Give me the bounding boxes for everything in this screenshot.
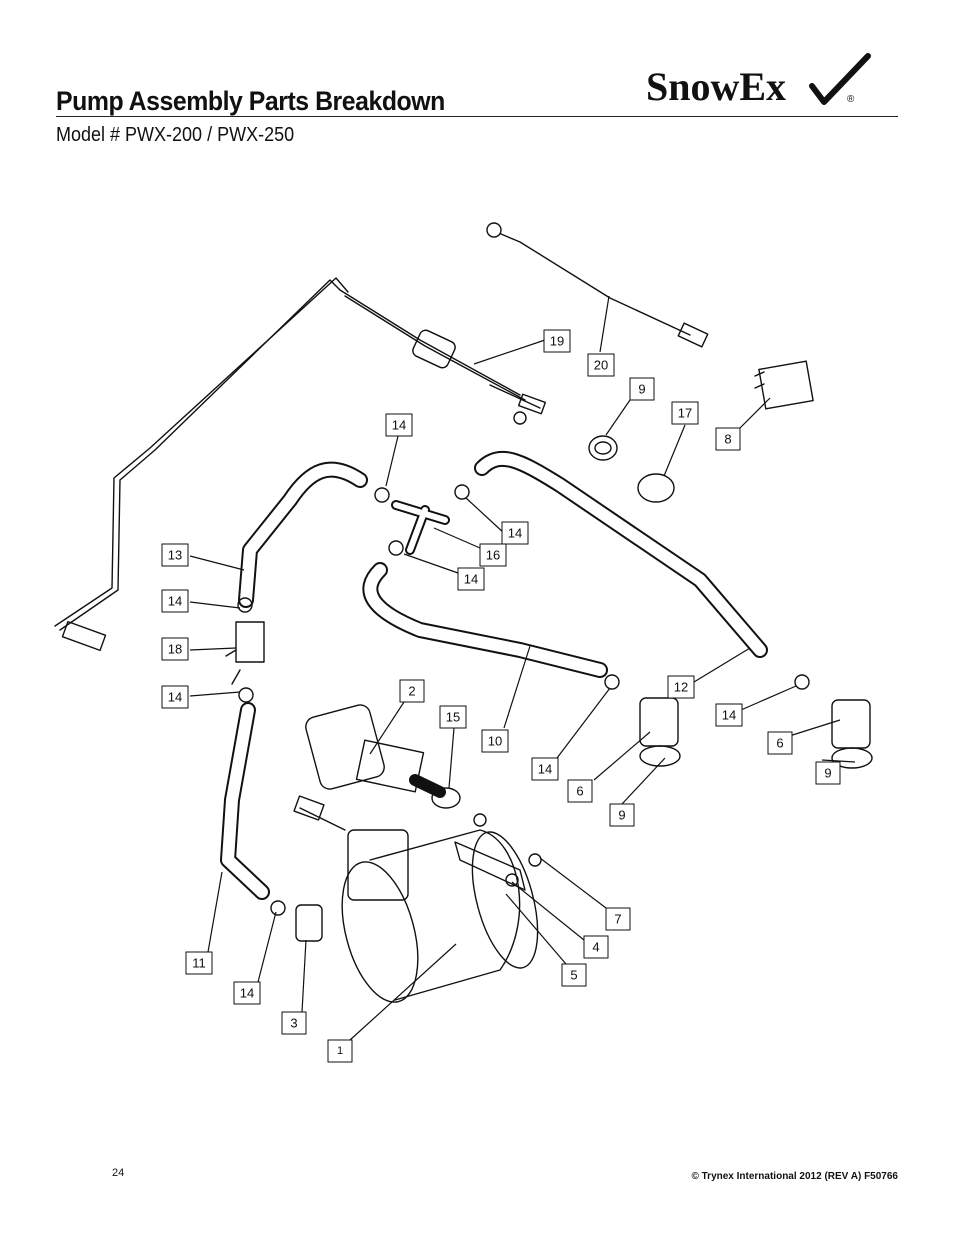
callout-12: [667, 675, 695, 699]
pump-head: [347, 829, 409, 901]
callout-label: 13: [168, 548, 182, 563]
callout-1: [327, 1039, 353, 1063]
callout-9b: [609, 803, 635, 827]
callout-11: [185, 951, 213, 975]
callout-label: 12: [674, 680, 688, 695]
callout-14a: [385, 413, 413, 437]
elbow-fitting-left: [639, 697, 679, 747]
callout-10: [481, 729, 509, 753]
callout-label: 7: [614, 912, 621, 927]
callout-label: 16: [486, 548, 500, 563]
callout-18: [161, 637, 189, 661]
callout-4: [583, 935, 609, 959]
elbow-fitting-right: [831, 699, 871, 749]
callout-label: 14: [392, 418, 406, 433]
pump-connector: [293, 795, 325, 821]
callout-14e: [161, 685, 189, 709]
relay: [758, 360, 814, 410]
copyright-notice: © Trynex International 2012 (REV A) F507…: [691, 1171, 898, 1182]
callout-9c: [815, 761, 841, 785]
callout-label: 2: [408, 684, 415, 699]
callout-6b: [767, 731, 793, 755]
callout-9a: [629, 377, 655, 401]
callout-label: 15: [446, 710, 460, 725]
callout-label: 14: [464, 572, 478, 587]
pump-motor: [369, 829, 521, 1001]
callout-label: 9: [824, 766, 831, 781]
callout-label: 14: [168, 594, 182, 609]
callout-8: [715, 427, 741, 451]
callout-label: 18: [168, 642, 182, 657]
callout-5: [561, 963, 587, 987]
nut-clamp: [588, 435, 618, 461]
callout-label: 14: [722, 708, 736, 723]
strainer-clamp: [431, 787, 461, 809]
callout-label: 6: [576, 784, 583, 799]
callout-label: 1: [337, 1045, 343, 1057]
hose-clamp: [374, 487, 390, 503]
callout-15: [439, 705, 467, 729]
callout-14c: [457, 567, 485, 591]
callout-label: 17: [678, 406, 692, 421]
page-title: Pump Assembly Parts Breakdown: [56, 86, 445, 116]
callout-label: 5: [570, 968, 577, 983]
callout-label: 14: [168, 690, 182, 705]
harness-connector: [61, 620, 107, 652]
callout-label: 3: [290, 1016, 297, 1031]
callout-label: 14: [538, 762, 552, 777]
callout-6a: [567, 779, 593, 803]
shutoff-valve: [235, 621, 265, 663]
ring-terminal: [486, 222, 502, 238]
logo-wordmark: SnowEx: [646, 64, 786, 109]
callout-14f: [531, 757, 559, 781]
logo-mark: SnowEx: [646, 53, 871, 109]
callout-14g: [715, 703, 743, 727]
callout-label: 19: [550, 334, 564, 349]
callout-16: [479, 543, 507, 567]
callout-label: 9: [618, 808, 625, 823]
callout-19: [543, 329, 571, 353]
strainer: [305, 704, 385, 790]
callout-17: [671, 401, 699, 425]
callout-label: 10: [488, 734, 502, 749]
diagram-svg: 19 20 9 17 8 14 14 16 14 13 14 18 14 2 1…: [54, 222, 873, 1063]
page-number: 24: [112, 1167, 125, 1179]
mount-bracket: [454, 841, 526, 891]
callout-label: 11: [192, 956, 206, 971]
callout-7: [605, 907, 631, 931]
callout-14d: [161, 589, 189, 613]
parts-diagram: 19 20 9 17 8 14 14 16 14 13 14 18 14 2 1…: [0, 180, 954, 1110]
callout-3: [281, 1011, 307, 1035]
callout-label: 14: [240, 986, 254, 1001]
hose-12: [474, 451, 768, 658]
snowex-logo: SnowEx ®: [642, 52, 872, 112]
callout-label: 14: [508, 526, 522, 541]
logo-checkmark-icon: [809, 53, 871, 105]
model-number: Model # PWX-200 / PWX-250: [56, 124, 295, 146]
callout-label: 4: [592, 940, 599, 955]
callout-13: [161, 543, 189, 567]
callout-2: [399, 679, 425, 703]
callout-label: 8: [724, 432, 731, 447]
fuse-holder: [412, 329, 456, 369]
band-clamp: [637, 473, 675, 503]
callout-label: 6: [776, 736, 783, 751]
callout-label: 9: [638, 382, 645, 397]
registered-mark: ®: [847, 94, 855, 105]
title-divider: [56, 116, 898, 117]
wire-harness: [59, 279, 341, 631]
outlet-elbow: [295, 904, 323, 942]
callout-14b: [501, 521, 529, 545]
callout-14h: [233, 981, 261, 1005]
callout-20: [587, 353, 615, 377]
callout-label: 20: [594, 358, 608, 373]
